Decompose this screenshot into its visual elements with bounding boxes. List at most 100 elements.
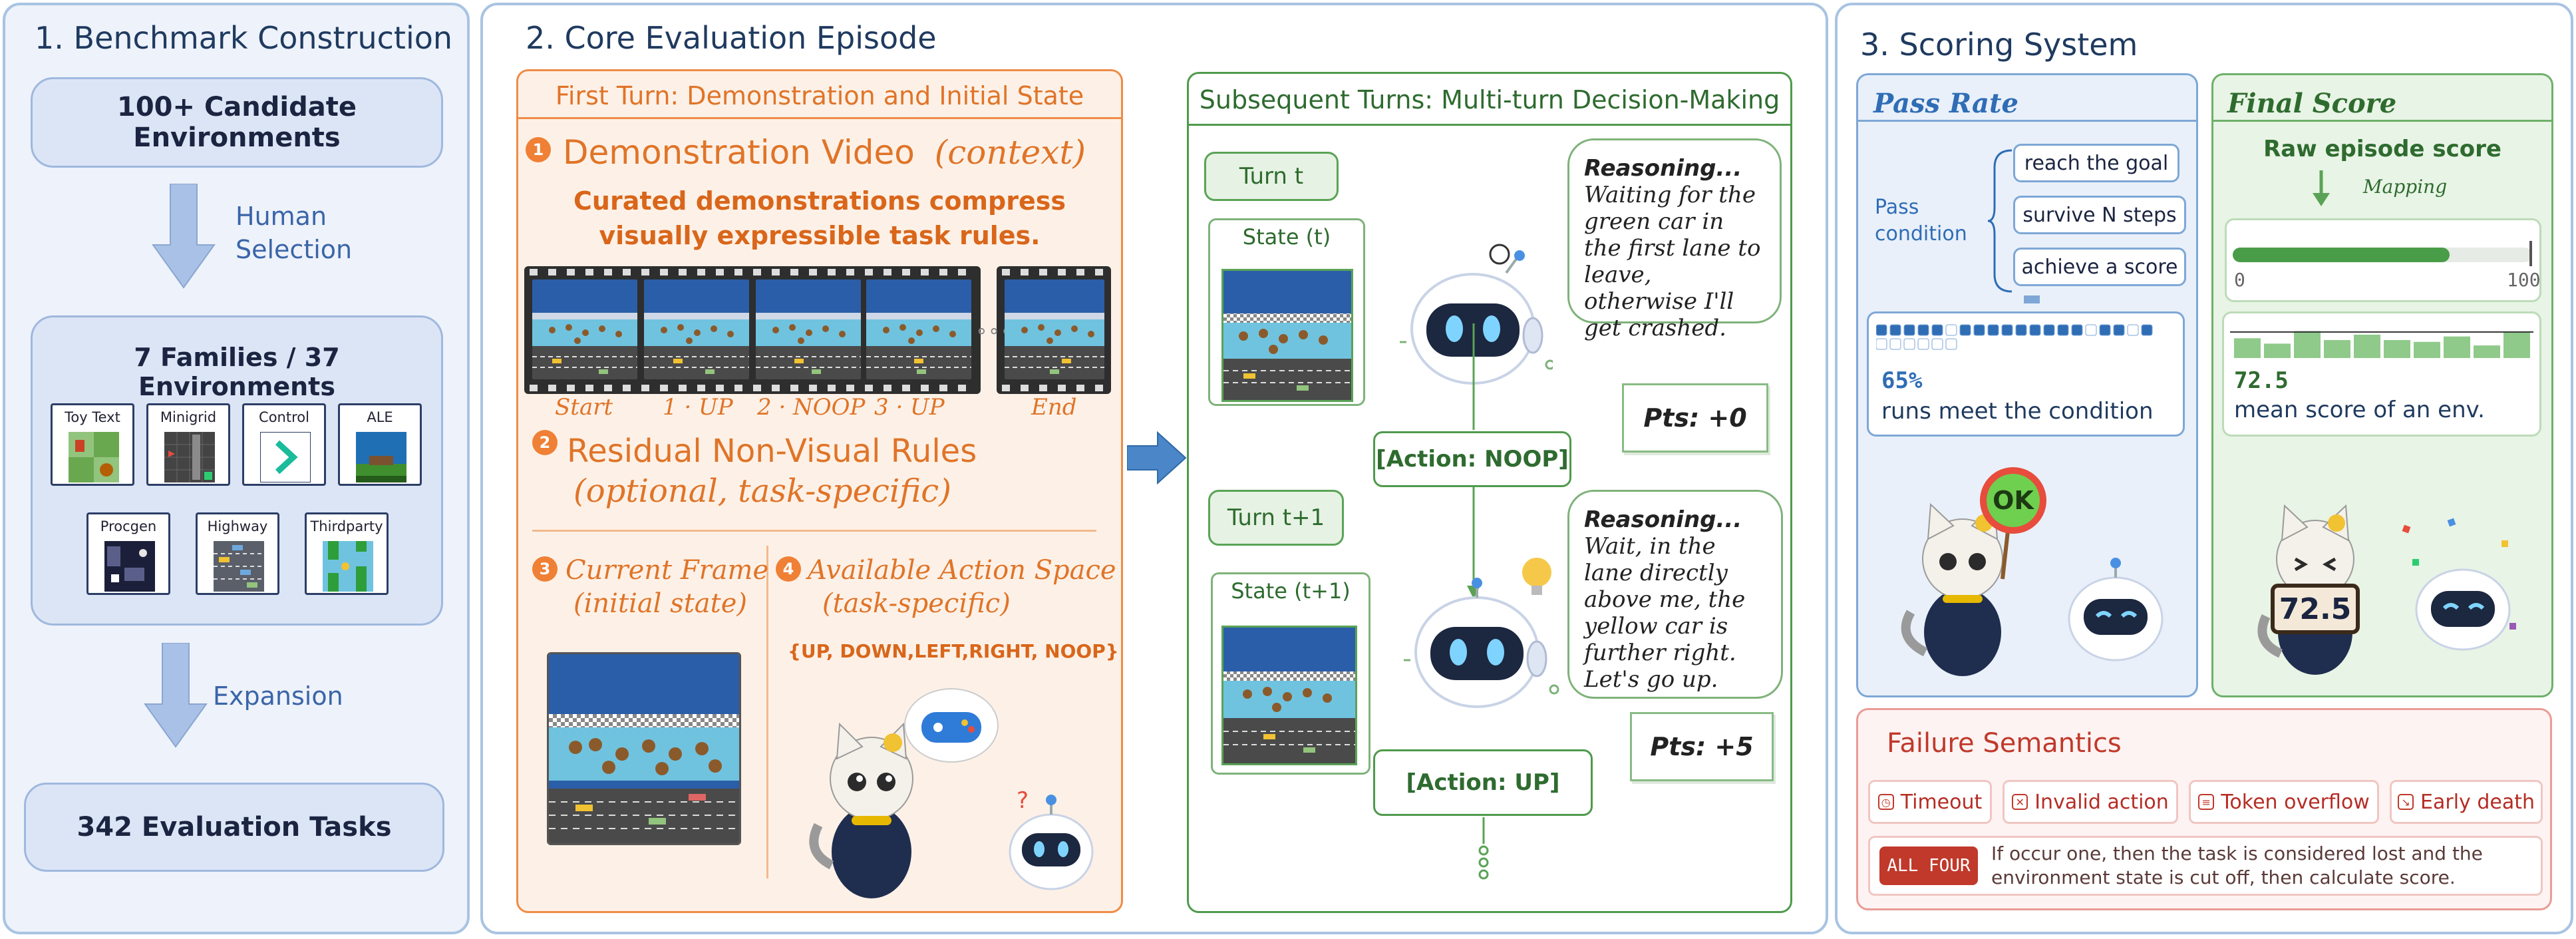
run-square (2015, 324, 2027, 336)
demo-frame (756, 280, 861, 379)
score-histogram (2230, 331, 2533, 358)
film-sprocket-holes (530, 385, 974, 391)
action-space-title: Available Action Space (808, 555, 1116, 586)
reasoning-bubble-t: Reasoning... Waiting for the green car i… (1567, 138, 1782, 341)
residual-rules-subtitle: (optional, task-specific) (573, 472, 951, 510)
env-label: Toy Text (65, 409, 120, 425)
first-turn-divider-vertical (766, 546, 768, 878)
action-noop-box: [Action: NOOP] (1373, 431, 1571, 487)
failure-timeout-label: Timeout (1900, 790, 1983, 814)
final-score-divider (2211, 120, 2553, 122)
subsequent-divider-top (1187, 124, 1792, 126)
failure-invalid-action: ✕ Invalid action (2003, 780, 2178, 824)
condition-achieve-score: achieve a score (2013, 248, 2186, 286)
run-square (1876, 324, 1887, 336)
fall-icon: ↘ (2398, 794, 2414, 810)
state-t1-game-scene (1223, 628, 1355, 763)
action-space-list: {UP, DOWN,LEFT,RIGHT, NOOP} (788, 640, 1119, 662)
thirdparty-thumbnail-icon (323, 541, 373, 592)
run-square (1945, 324, 1957, 336)
pass-rate-description: runs meet the condition (1881, 398, 2154, 425)
run-square (1889, 338, 1901, 350)
env-label: Highway (207, 518, 268, 534)
histogram-bar (2474, 345, 2500, 358)
histogram-bar (2354, 334, 2380, 358)
run-square (1917, 338, 1929, 350)
current-frame-subtitle: (initial state) (573, 588, 747, 619)
first-turn-divider-top (516, 117, 1123, 119)
frame-label-1-up: 1 · UP (663, 394, 733, 421)
reasoning-text-t1: Wait, in the lane directly above me, the… (1584, 533, 1746, 693)
minigrid-thumbnail-icon (164, 432, 215, 482)
demo-frame (866, 280, 971, 379)
env-ale: ALE (338, 403, 422, 486)
score-sign-text: 72.5 (2279, 592, 2352, 626)
state-t-game-scene (1223, 271, 1351, 400)
env-procgen: Procgen (86, 512, 170, 595)
flow-right-arrow-icon (1127, 431, 1187, 484)
scale-max-label: 100 (2507, 269, 2541, 291)
run-square (1959, 324, 1971, 336)
svg-text:?: ? (1017, 787, 1029, 814)
document-icon: ≡ (2198, 794, 2215, 810)
env-label: Control (259, 409, 309, 425)
candidate-environments-box: 100+ Candidate Environments (31, 77, 443, 168)
cat-figure (809, 722, 913, 898)
env-highway: Highway (196, 512, 279, 595)
final-score-description: mean score of an env. (2234, 397, 2485, 423)
points-note-t1: Pts: +5 (1630, 712, 1774, 781)
histogram-bar (2294, 331, 2321, 358)
all-four-badge: ALL FOUR (1879, 846, 1978, 885)
procgen-thumbnail-icon (104, 541, 155, 592)
pass-rate-value: 65% (1881, 367, 1923, 394)
turn-t-label: Turn t (1204, 152, 1339, 201)
histogram-bar (2414, 341, 2440, 358)
film-sprocket-holes (1002, 385, 1106, 391)
cat-with-ok-sign-icon (1901, 467, 2164, 676)
cat-with-score-sign-icon (2257, 504, 2516, 675)
mapping-label: Mapping (2363, 176, 2448, 198)
section3-title: 3. Scoring System (1860, 27, 2138, 63)
failure-semantics-title: Failure Semantics (1887, 728, 2122, 759)
env-minigrid: Minigrid (146, 403, 230, 486)
histogram-bar (2324, 340, 2350, 358)
pass-rate-divider (1856, 120, 2198, 122)
run-square (2029, 324, 2041, 336)
frame-label-2-noop: 2 · NOOP (757, 394, 866, 421)
histogram-bar (2234, 338, 2261, 358)
first-turn-divider-mid (532, 530, 1096, 532)
final-score-title: Final Score (2227, 88, 2397, 119)
demo-context-text: (context) (934, 133, 1086, 172)
final-score-value: 72.5 (2234, 367, 2289, 394)
state-t1-image (1221, 626, 1357, 765)
pass-condition-label: Pass condition (1875, 196, 1967, 246)
mapping-arrow-icon (2313, 170, 2330, 206)
film-sprocket-holes (530, 269, 974, 276)
env-toy-text: Toy Text (51, 403, 134, 486)
condition-reach-goal: reach the goal (2013, 144, 2179, 182)
expansion-arrow-icon (144, 643, 208, 748)
failure-token-overflow: ≡ Token overflow (2189, 780, 2379, 824)
run-square (2099, 324, 2111, 336)
ale-thumbnail-icon (356, 432, 406, 482)
demo-title-text: Demonstration Video (563, 133, 915, 172)
clock-icon: ◷ (1877, 794, 1894, 810)
evaluation-tasks-box: 342 Evaluation Tasks (24, 783, 444, 872)
frame-label-end: End (1031, 394, 1077, 421)
env-label: ALE (367, 409, 393, 425)
human-selection-arrow-icon (152, 184, 216, 289)
state-t1-label: State (t+1) (1231, 578, 1351, 604)
all-four-row: ALL FOUR If occur one, then the task is … (1868, 836, 2543, 896)
action-up-box: [Action: UP] (1373, 749, 1593, 816)
raw-score-label: Raw episode score (2263, 136, 2501, 162)
condition-brace-icon (1988, 149, 2012, 293)
frame-label-3-up: 3 · UP (874, 394, 945, 421)
control-thumbnail-icon (260, 432, 311, 482)
reasoning-text-t: Waiting for the green car in the first l… (1584, 182, 1761, 341)
run-square (1945, 338, 1957, 350)
histogram-bar (2444, 336, 2470, 358)
env-thirdparty: Thirdparty (305, 512, 389, 595)
residual-rules-title: Residual Non-Visual Rules (567, 433, 977, 470)
pass-runs-grid (1876, 324, 2153, 350)
frame-label-start: Start (555, 394, 613, 421)
